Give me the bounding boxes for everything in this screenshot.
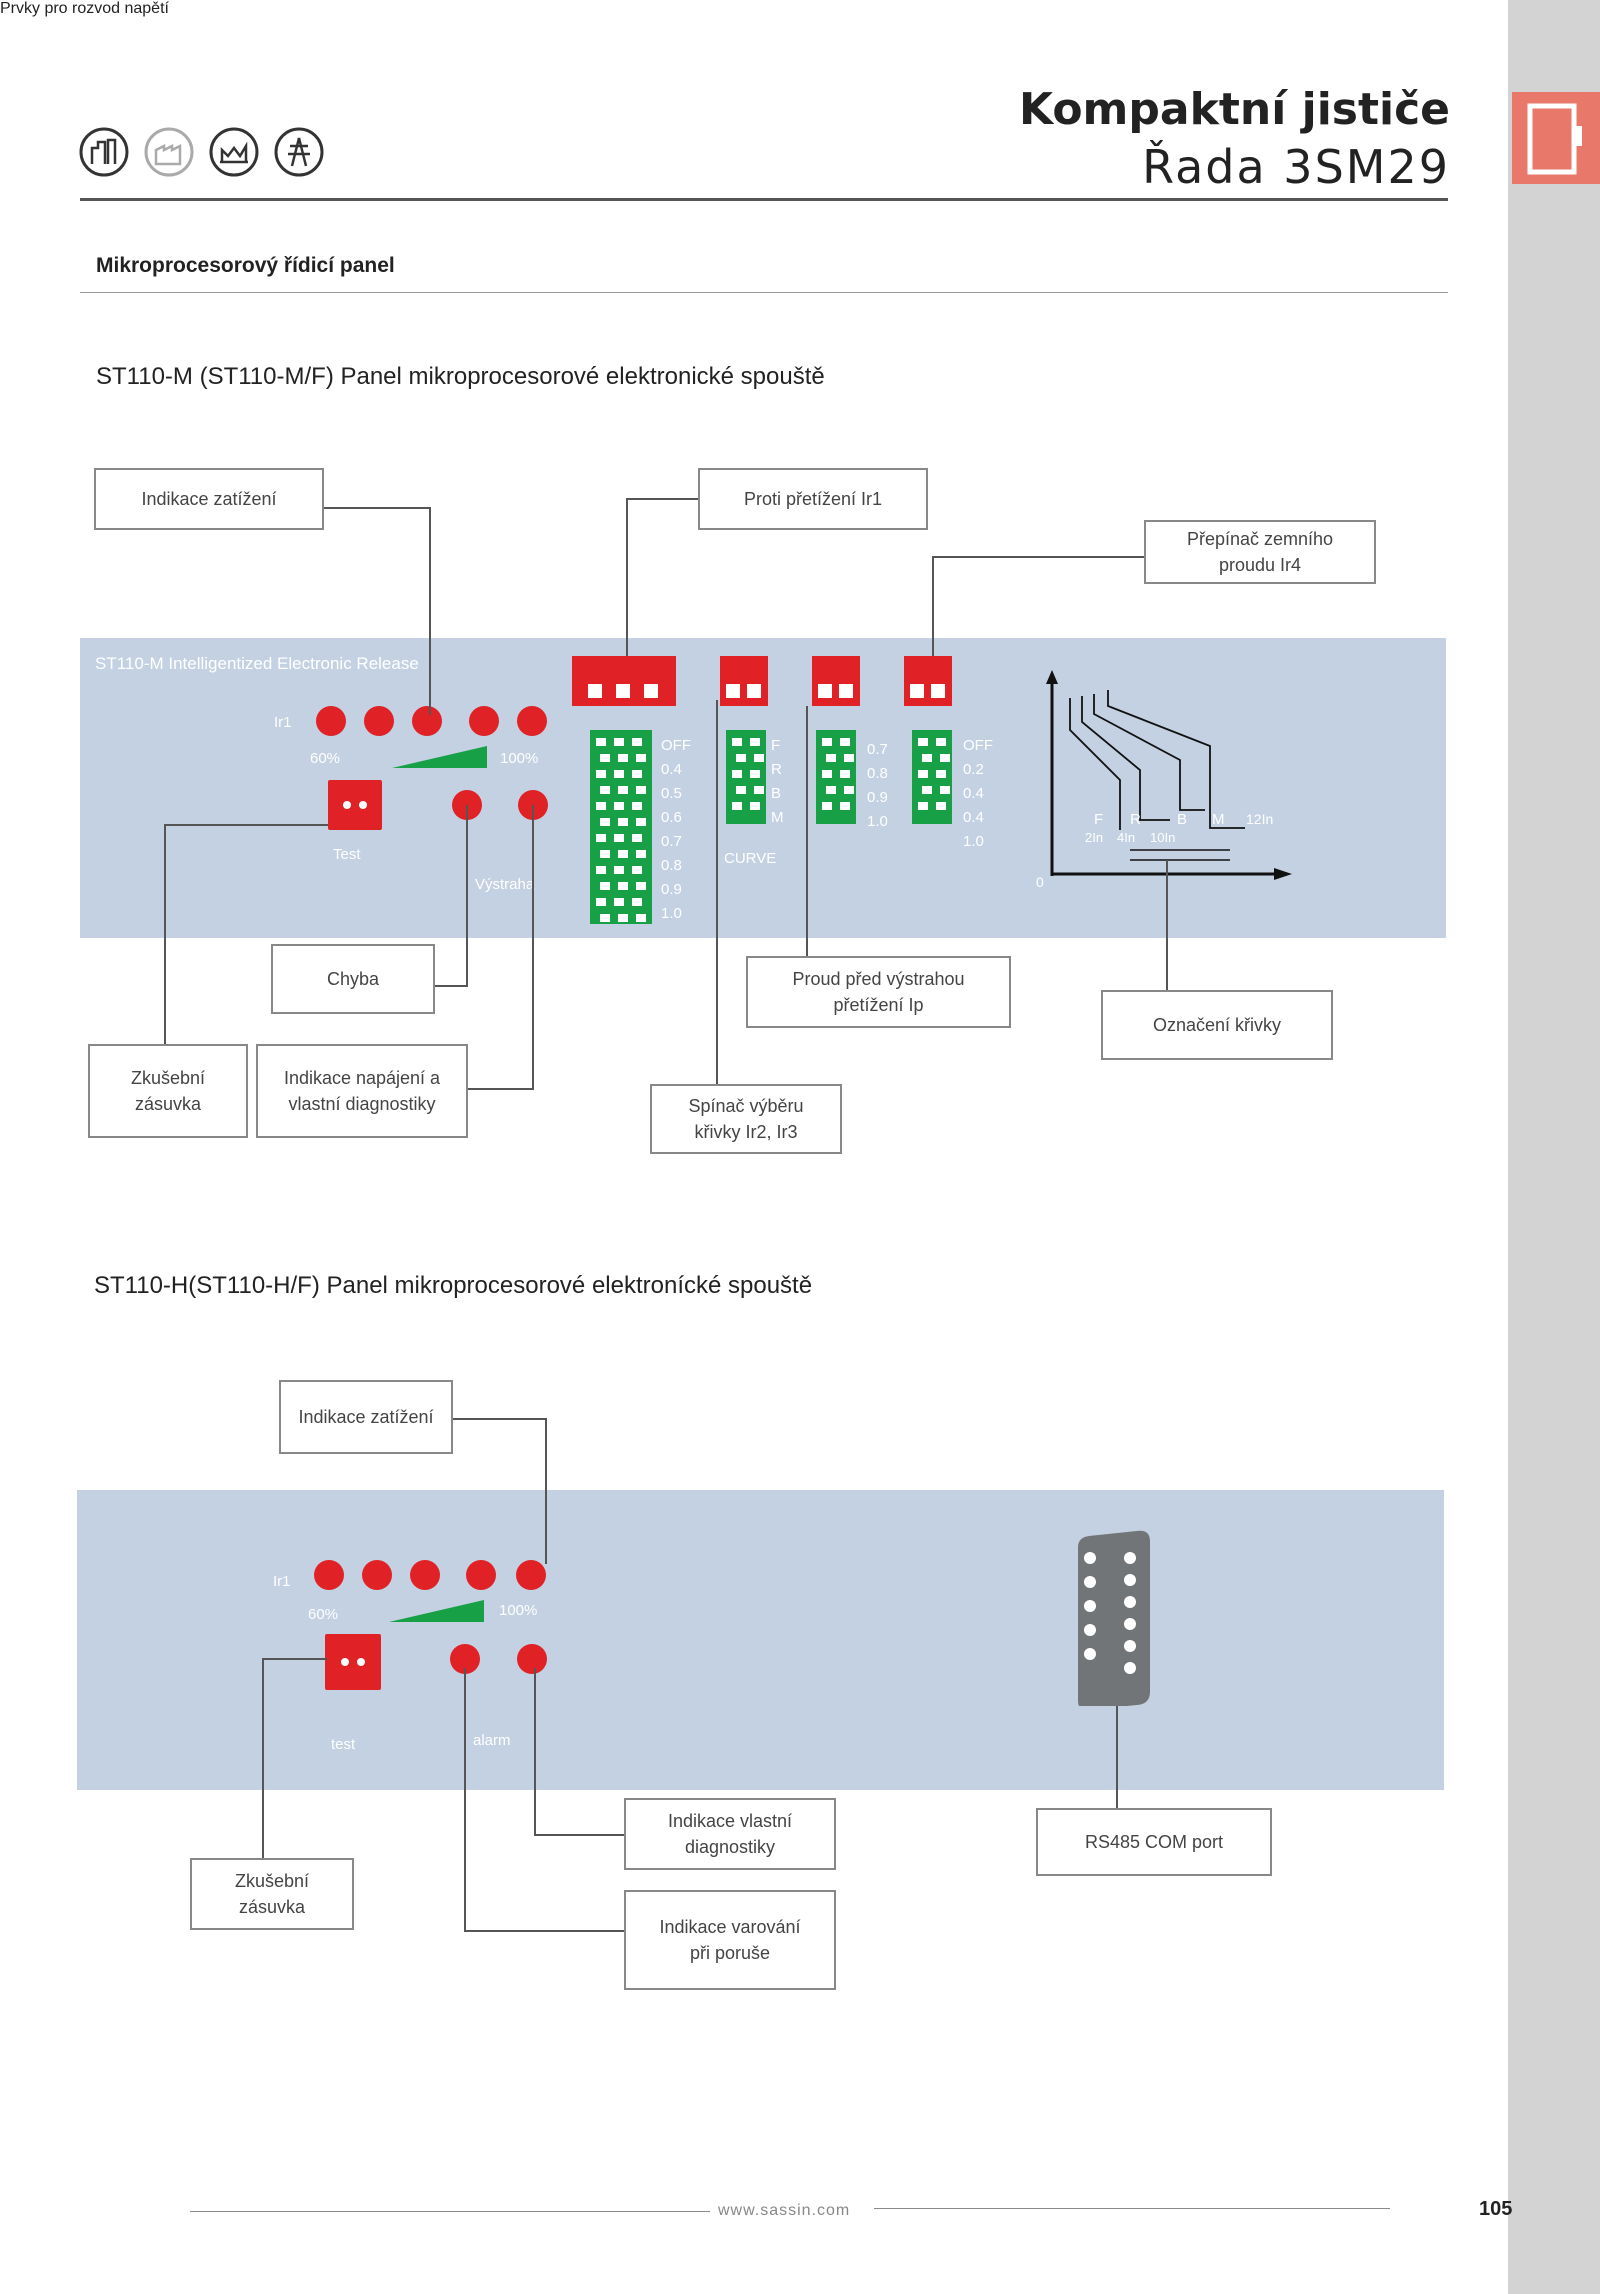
building-icon bbox=[79, 127, 129, 177]
graph-r: R bbox=[1130, 811, 1141, 828]
callout-h-load-indication: Indikace zatížení bbox=[279, 1380, 453, 1454]
panel-h-ir1: Ir1 bbox=[273, 1573, 291, 1590]
page-number: 105 bbox=[1479, 2198, 1513, 2220]
panel-m-test: Test bbox=[333, 846, 361, 863]
factory-icon bbox=[144, 127, 194, 177]
panel-m-ir1: Ir1 bbox=[274, 714, 292, 731]
h-load-led-2 bbox=[362, 1560, 392, 1590]
callout-h-self-diagnostics: Indikace vlastní diagnostiky bbox=[624, 1798, 836, 1870]
callout-error: Chyba bbox=[271, 944, 435, 1014]
sidebar-vertical-label: Prvky pro rozvod napětí bbox=[0, 0, 169, 17]
panel-h-100: 100% bbox=[499, 1602, 538, 1619]
h-test-button[interactable] bbox=[325, 1634, 381, 1690]
callout-power-diagnostics: Indikace napájení a vlastní diagnostiky bbox=[256, 1044, 468, 1138]
load-led-2 bbox=[364, 706, 394, 736]
dip-ir1[interactable] bbox=[572, 656, 676, 706]
graph-b: B bbox=[1177, 811, 1188, 828]
panel-m-curve: CURVE bbox=[724, 850, 777, 867]
callout-h-test-socket: Zkušební zásuvka bbox=[190, 1858, 354, 1930]
green-dip-ir1[interactable] bbox=[590, 730, 652, 924]
graph-m: M bbox=[1212, 811, 1225, 828]
green-dip-ir4[interactable] bbox=[912, 730, 952, 824]
panel-m-heading: ST110-M (ST110-M/F) Panel mikroprocesoro… bbox=[96, 363, 825, 390]
graph-4in: 4In bbox=[1117, 830, 1136, 845]
test-button[interactable] bbox=[328, 780, 382, 830]
load-led-1 bbox=[316, 706, 346, 736]
green-dip-curve[interactable] bbox=[726, 730, 766, 824]
panel-m-60: 60% bbox=[310, 750, 341, 767]
h-load-led-1 bbox=[314, 1560, 344, 1590]
section-divider bbox=[80, 292, 1448, 293]
graph-12in: 12In bbox=[1246, 811, 1274, 827]
h-load-led-3 bbox=[410, 1560, 440, 1590]
section-title: Mikroprocesorový řídicí panel bbox=[96, 254, 395, 277]
panel-m-vystraha: Výstraha bbox=[475, 876, 535, 893]
footer-line-right bbox=[874, 2208, 1390, 2209]
footer-website[interactable]: www.sassin.com bbox=[718, 2202, 851, 2219]
callout-fault-warning: Indikace varování při poruše bbox=[624, 1890, 836, 1990]
h-load-led-4 bbox=[466, 1560, 496, 1590]
load-led-4 bbox=[469, 706, 499, 736]
h-load-ramp bbox=[389, 1600, 484, 1622]
callout-overload: Proti přetížení Ir1 bbox=[698, 468, 928, 530]
page-title: Kompaktní jističe bbox=[1019, 84, 1450, 135]
rs485-connector-icon[interactable] bbox=[1070, 1528, 1154, 1706]
panel-h-heading: ST110-H(ST110-H/F) Panel mikroprocesorov… bbox=[94, 1272, 813, 1299]
green-dip-ip[interactable] bbox=[816, 730, 856, 824]
panel-h-test: test bbox=[331, 1736, 356, 1753]
panel-m-100: 100% bbox=[500, 750, 539, 767]
header-icons bbox=[79, 127, 324, 177]
load-led-3 bbox=[412, 706, 442, 736]
sidebar bbox=[1508, 0, 1600, 2294]
panel-m-label: ST110-M Intelligentized Electronic Relea… bbox=[95, 654, 419, 673]
dip-curve[interactable] bbox=[720, 656, 768, 706]
panel-h bbox=[77, 1490, 1444, 1790]
h-load-led-5 bbox=[516, 1560, 546, 1590]
callout-curve-mark: Označení křivky bbox=[1101, 990, 1333, 1060]
dip-ir4[interactable] bbox=[904, 656, 952, 706]
power-tower-icon bbox=[274, 127, 324, 177]
callout-pre-alarm: Proud před výstrahou přetížení Ip bbox=[746, 956, 1011, 1028]
load-ramp bbox=[392, 746, 487, 768]
h-diagnostic-led bbox=[517, 1644, 547, 1674]
graph-origin: 0 bbox=[1036, 874, 1044, 890]
panel-h-60: 60% bbox=[308, 1606, 339, 1623]
page-subtitle: Řada 3SM29 bbox=[1142, 140, 1450, 194]
header-divider bbox=[80, 198, 1448, 201]
callout-load-indication: Indikace zatížení bbox=[94, 468, 324, 530]
callout-curve-switch: Spínač výběru křivky Ir2, Ir3 bbox=[650, 1084, 842, 1154]
trip-curve-graph bbox=[1046, 670, 1292, 880]
footer-line-left bbox=[190, 2211, 710, 2212]
graph-f: F bbox=[1094, 811, 1104, 828]
section-tab bbox=[1512, 92, 1600, 184]
industry-icon bbox=[209, 127, 259, 177]
graph-2in: 2In bbox=[1085, 830, 1104, 845]
callout-test-socket-m: Zkušební zásuvka bbox=[88, 1044, 248, 1138]
load-led-5 bbox=[517, 706, 547, 736]
panel-h-alarm: alarm bbox=[473, 1732, 511, 1749]
breaker-icon bbox=[1527, 103, 1582, 175]
dip-ip[interactable] bbox=[812, 656, 860, 706]
graph-10in: 10In bbox=[1150, 830, 1176, 845]
callout-rs485: RS485 COM port bbox=[1036, 1808, 1272, 1876]
callout-earth-switch: Přepínač zemního proudu Ir4 bbox=[1144, 520, 1376, 584]
